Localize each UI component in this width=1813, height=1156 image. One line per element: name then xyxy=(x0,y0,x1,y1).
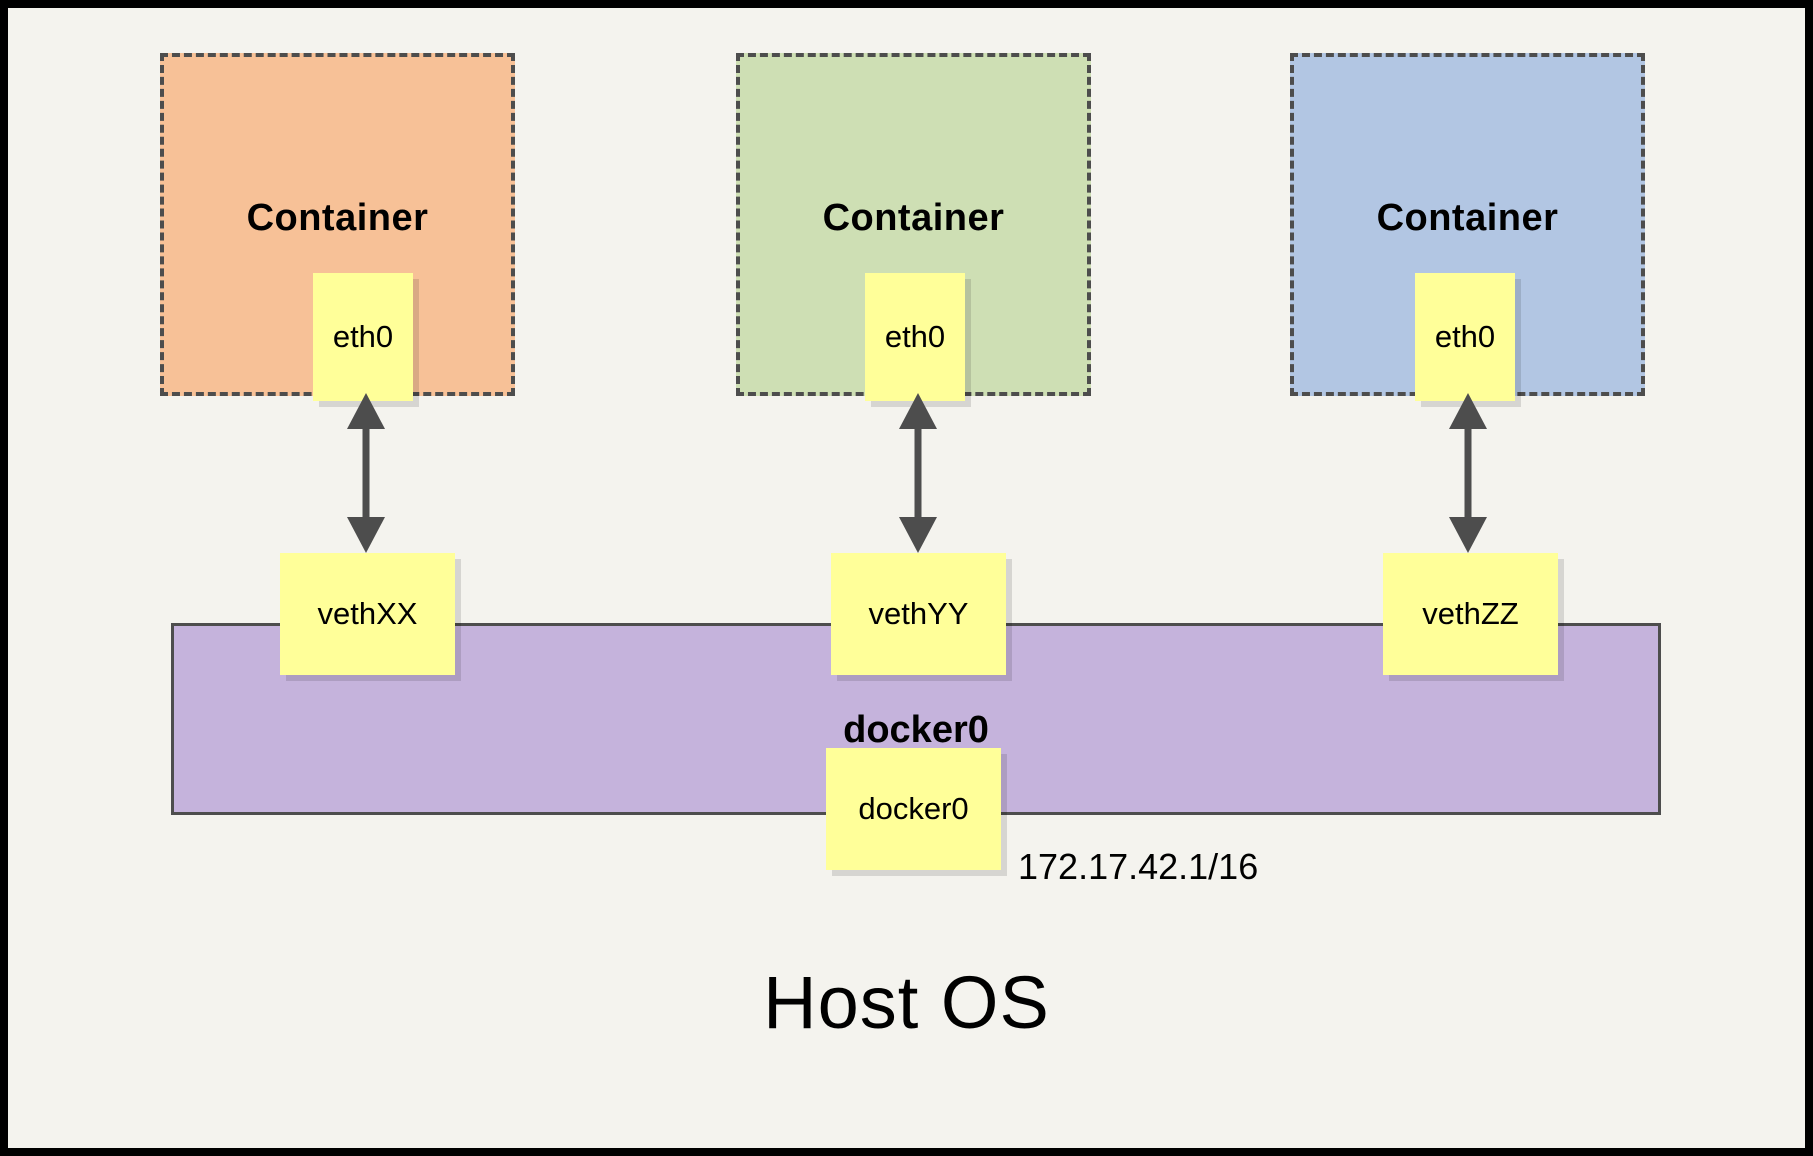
eth0-note-3: eth0 xyxy=(1415,273,1515,401)
eth0-note-2: eth0 xyxy=(865,273,965,401)
arrow-eth0-vethyy xyxy=(899,393,937,553)
eth0-label-1: eth0 xyxy=(332,319,394,354)
docker0-interface-note: docker0 xyxy=(826,748,1001,870)
eth0-note-1: eth0 xyxy=(313,273,413,401)
container-title-1: Container xyxy=(246,197,429,239)
container-title-2: Container xyxy=(822,197,1005,239)
host-os-label: Host OS xyxy=(763,961,1050,1044)
veth-note-2: vethYY xyxy=(831,553,1006,675)
docker0-note-label: docker0 xyxy=(858,791,969,826)
veth-label-2: vethYY xyxy=(868,596,969,631)
container-title-3: Container xyxy=(1376,197,1559,239)
veth-note-3: vethZZ xyxy=(1383,553,1558,675)
veth-note-1: vethXX xyxy=(280,553,455,675)
eth0-label-3: eth0 xyxy=(1434,319,1496,354)
veth-label-1: vethXX xyxy=(317,596,418,631)
veth-label-3: vethZZ xyxy=(1422,596,1519,631)
eth0-label-2: eth0 xyxy=(884,319,946,354)
docker0-bar-label: docker0 xyxy=(843,709,989,751)
arrow-eth0-vethxx xyxy=(347,393,385,553)
diagram-frame: docker0 Container eth0 Container eth0 Co… xyxy=(8,8,1805,1148)
arrow-eth0-vethzz xyxy=(1449,393,1487,553)
docker0-ip-label: 172.17.42.1/16 xyxy=(1018,846,1259,887)
